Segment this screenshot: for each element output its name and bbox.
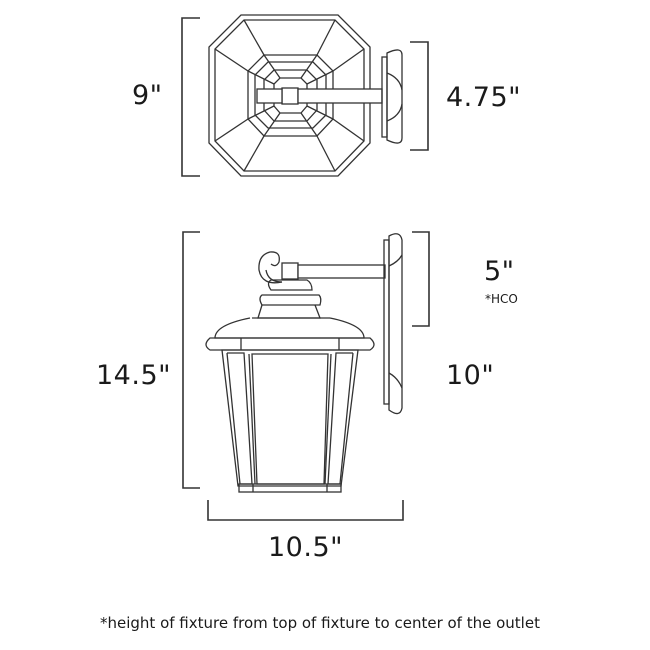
front-view-width-label: 10.5" [268,532,344,563]
top-view-depth-label: 4.75" [446,82,522,113]
front-view-drawing [182,231,430,521]
top-view-drawing [181,14,429,177]
backplate-height-label: 10" [446,360,495,391]
hco-note: *HCO [485,292,518,306]
hco-height-label: 5" [484,256,515,287]
footnote: *height of fixture from top of fixture t… [100,614,540,632]
front-view-height-label: 14.5" [96,360,172,391]
top-view-height-label: 9" [132,80,163,111]
